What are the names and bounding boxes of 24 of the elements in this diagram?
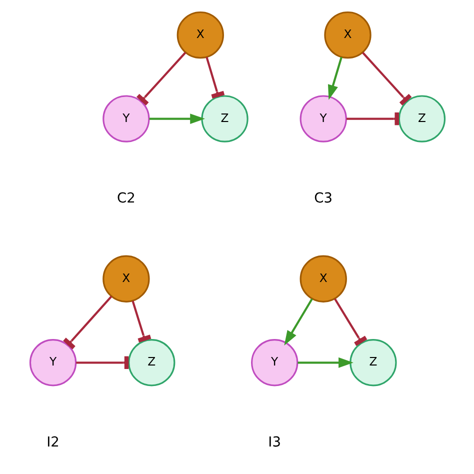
- connector: [334, 298, 367, 346]
- label: I2: [46, 434, 59, 450]
- node-circle: X: [299, 255, 346, 302]
- connector: [205, 56, 224, 99]
- arrow: [148, 114, 204, 124]
- connector: [136, 52, 186, 106]
- connector: [346, 112, 398, 126]
- arrow: [327, 56, 342, 100]
- node-circle: Z: [128, 339, 175, 386]
- label: C3: [314, 190, 332, 206]
- arrow: [284, 298, 312, 346]
- node-circle: X: [324, 11, 371, 59]
- connector: [362, 52, 412, 106]
- node-circle: Y: [250, 339, 298, 386]
- label: C2: [116, 190, 135, 206]
- node-circle: Z: [349, 339, 396, 386]
- arrow: [297, 357, 353, 368]
- connector: [62, 296, 112, 350]
- node-circle: Z: [200, 95, 248, 142]
- connector: [131, 300, 151, 342]
- node-circle: X: [176, 11, 224, 59]
- node-circle: X: [102, 255, 150, 302]
- label: I3: [268, 434, 281, 450]
- node-circle: Y: [299, 95, 346, 142]
